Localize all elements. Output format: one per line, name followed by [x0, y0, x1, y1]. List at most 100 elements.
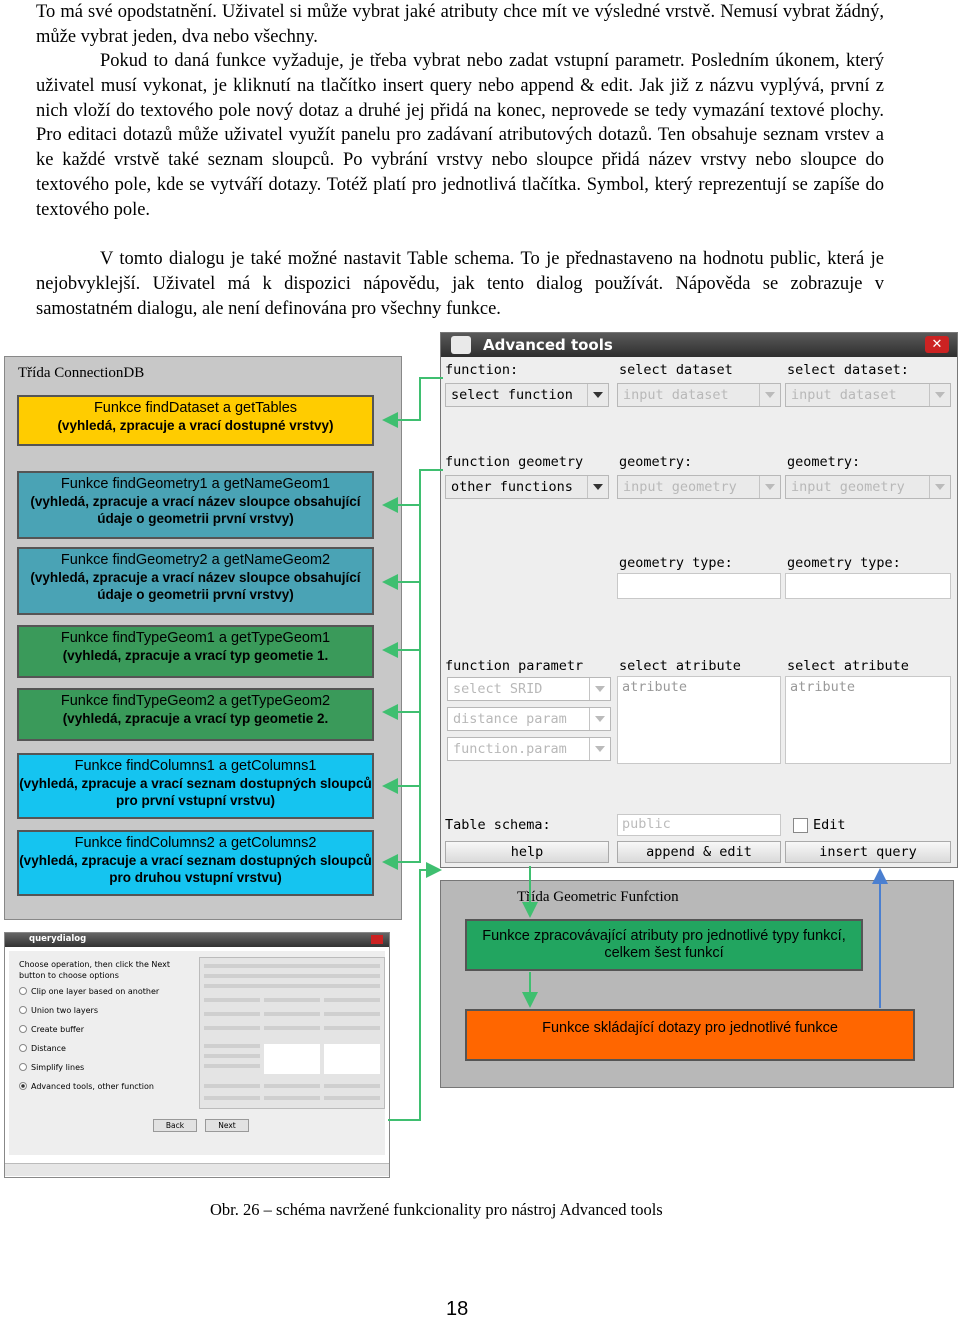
label-function-geometry: function geometry [445, 454, 584, 470]
box-findtypegeom1-desc: (vyhledá, zpracuje a vrací typ geometie … [62, 648, 329, 663]
connectiondb-title: Třída ConnectionDB [18, 365, 145, 381]
paragraph-2: Pokud to daná funkce vyžaduje, je třeba … [36, 51, 884, 220]
close-icon[interactable]: ✕ [925, 336, 949, 353]
table-schema-input[interactable]: public [617, 814, 781, 836]
back-button[interactable]: Back [153, 1119, 197, 1132]
figure-caption: Obr. 26 – schéma navržené funkcionality … [210, 1200, 663, 1219]
arrow-geometry1 [382, 469, 443, 513]
chevron-down-icon [759, 476, 780, 498]
box-findgeometry2-title: Funkce findGeometry2 a getNameGeom2 [60, 552, 331, 568]
label-geometry-2: geometry: [787, 454, 861, 470]
label-function: function: [445, 362, 519, 378]
label-select-dataset-2: select dataset: [787, 362, 909, 378]
querydialog-window: querydialog Choose operation, then click… [4, 932, 390, 1178]
box-findgeometry2: Funkce findGeometry2 a getNameGeom2 (vyh… [17, 547, 374, 615]
box-finddataset-desc: (vyhledá, zpracuje a vrací dostupné vrst… [57, 418, 334, 433]
querydialog-titlebar: querydialog [5, 933, 389, 947]
input-geometry-2-combo[interactable]: input geometry [785, 475, 951, 499]
java-icon [451, 336, 471, 354]
box-attribute-functions: Funkce zpracovávající atributy pro jedno… [465, 919, 863, 971]
chevron-down-icon [587, 476, 608, 498]
radio-selected-icon [19, 1082, 27, 1090]
label-geometry-type: geometry type: [619, 555, 733, 571]
box-findtypegeom1: Funkce findTypeGeom1 a getTypeGeom1 (vyh… [17, 625, 374, 678]
help-button[interactable]: help [445, 841, 609, 863]
chevron-down-icon [589, 738, 610, 760]
querydialog-title: querydialog [29, 934, 87, 944]
box-findcolumns2: Funkce findColumns2 a getColumns2 (vyhle… [17, 830, 374, 896]
horizontal-scrollbar[interactable] [5, 1163, 389, 1176]
box-findtypegeom2: Funkce findTypeGeom2 a getTypeGeom2 (vyh… [17, 688, 374, 741]
box-findtypegeom1-title: Funkce findTypeGeom1 a getTypeGeom1 [60, 630, 331, 646]
label-select-dataset: select dataset [619, 362, 733, 378]
box-findtypegeom2-title: Funkce findTypeGeom2 a getTypeGeom2 [60, 693, 331, 709]
chevron-down-icon [589, 678, 610, 700]
label-select-atribute-2: select atribute [787, 658, 909, 674]
box-query-functions: Funkce skládající dotazy pro jednotlivé … [465, 1009, 915, 1061]
label-table-schema: Table schema: [445, 817, 551, 833]
option-union[interactable]: Union two layers [19, 1006, 98, 1015]
geometry-type-1-field [617, 573, 781, 599]
box-findcolumns1-desc: (vyhledá, zpracuje a vrací seznam dostup… [19, 776, 372, 808]
box-findgeometry1-title: Funkce findGeometry1 a getNameGeom1 [60, 476, 331, 492]
select-function-combo[interactable]: select function [445, 383, 609, 407]
atribute-list-2[interactable]: atribute [785, 676, 951, 764]
advanced-tools-titlebar: Advanced tools ✕ [441, 333, 957, 357]
arrow-querydialog [388, 862, 442, 1121]
radio-icon [19, 1063, 27, 1071]
box-findgeometry2-desc: (vyhledá, zpracuje a vrací název sloupce… [30, 570, 361, 602]
label-geometry: geometry: [619, 454, 693, 470]
atribute-list-1[interactable]: atribute [617, 676, 781, 764]
label-geometry-type-2: geometry type: [787, 555, 901, 571]
paragraph-1: To má své opodstatnění. Uživatel si může… [36, 2, 884, 47]
page-number: 18 [446, 1298, 469, 1320]
chevron-down-icon [587, 384, 608, 406]
connectiondb-panel: Třída ConnectionDB Funkce findDataset a … [4, 356, 402, 920]
option-clip[interactable]: Clip one layer based on another [19, 987, 159, 996]
radio-icon [19, 1025, 27, 1033]
option-buffer[interactable]: Create buffer [19, 1025, 84, 1034]
paragraph-3: V tomto dialogu je také možné nastavit T… [36, 249, 884, 319]
insert-query-button[interactable]: insert query [785, 841, 951, 863]
arrow-geometry2 [382, 505, 421, 590]
input-dataset-2-combo[interactable]: input dataset [785, 383, 951, 407]
label-select-atribute: select atribute [619, 658, 741, 674]
advanced-tools-window: Advanced tools ✕ function: select datase… [440, 332, 958, 868]
edit-checkbox[interactable] [793, 818, 808, 833]
input-dataset-1-combo[interactable]: input dataset [617, 383, 781, 407]
close-icon[interactable] [371, 935, 383, 944]
select-srid-combo[interactable]: select SRID [447, 677, 611, 701]
geometric-panel-title: Třída Geometric Funfction [517, 889, 679, 905]
label-function-parametr: function parametr [445, 658, 584, 674]
arrow-columns2 [382, 786, 421, 870]
append-edit-button[interactable]: append & edit [617, 841, 781, 863]
chevron-down-icon [759, 384, 780, 406]
next-button[interactable]: Next [205, 1119, 249, 1132]
radio-icon [19, 987, 27, 995]
querydialog-body: Choose operation, then click the Next bu… [9, 951, 385, 1155]
box-finddataset-title: Funkce findDataset a getTables [93, 400, 298, 416]
function-param-combo[interactable]: function.param [447, 737, 611, 761]
querydialog-intro: Choose operation, then click the Next bu… [19, 960, 171, 980]
box-finddataset: Funkce findDataset a getTables (vyhledá,… [17, 395, 374, 446]
arrow-typegeom2 [382, 650, 421, 720]
option-distance[interactable]: Distance [19, 1044, 66, 1053]
edit-label: Edit [813, 817, 846, 833]
box-findtypegeom2-desc: (vyhledá, zpracuje a vrací typ geometie … [62, 711, 329, 726]
other-functions-combo[interactable]: other functions [445, 475, 609, 499]
distance-param-combo[interactable]: distance param [447, 707, 611, 731]
arrow-typegeom1 [382, 582, 421, 658]
box-findgeometry1: Funkce findGeometry1 a getNameGeom1 (vyh… [17, 471, 374, 539]
chevron-down-icon [929, 476, 950, 498]
box-findcolumns2-desc: (vyhledá, zpracuje a vrací seznam dostup… [19, 853, 372, 885]
box-findcolumns1: Funkce findColumns1 a getColumns1 (vyhle… [17, 753, 374, 819]
option-simplify[interactable]: Simplify lines [19, 1063, 84, 1072]
advanced-tools-thumbnail [199, 957, 385, 1109]
box-findcolumns2-title: Funkce findColumns2 a getColumns2 [74, 835, 317, 851]
radio-icon [19, 1044, 27, 1052]
input-geometry-1-combo[interactable]: input geometry [617, 475, 781, 499]
radio-icon [19, 1006, 27, 1014]
option-advanced[interactable]: Advanced tools, other function [19, 1082, 154, 1091]
advanced-tools-title: Advanced tools [483, 336, 613, 354]
